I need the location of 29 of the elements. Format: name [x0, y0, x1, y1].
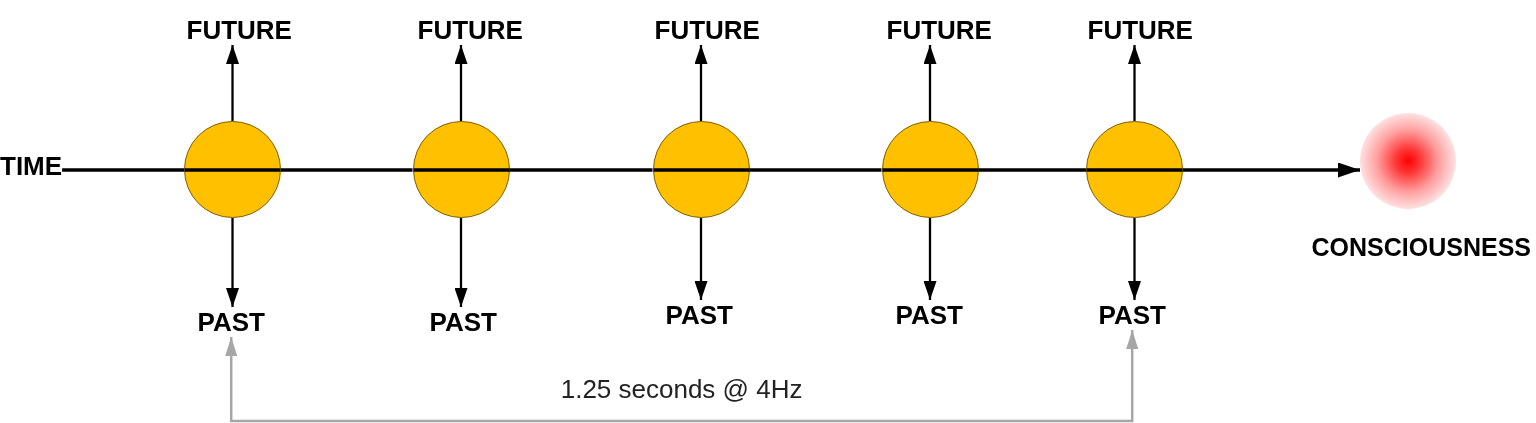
text-label: FUTURE [886, 15, 992, 45]
text-label: PAST [895, 300, 963, 330]
text-label: TIME [0, 151, 63, 181]
bracket-arrow [225, 330, 1139, 423]
arrow [454, 45, 468, 121]
text-label: FUTURE [186, 15, 292, 45]
text-label: PAST [1098, 300, 1166, 330]
arrow [226, 45, 239, 121]
text-label: FUTURE [417, 15, 523, 45]
arrow [454, 218, 468, 307]
arrow [923, 45, 937, 121]
text-label: PAST [429, 307, 497, 337]
arrow [226, 218, 239, 307]
timeline-segment [749, 168, 882, 172]
arrow [694, 218, 708, 300]
timeline-segment [62, 168, 184, 172]
timeline-segment [509, 168, 653, 172]
timeline-segment [978, 168, 1086, 172]
text-label: PAST [197, 307, 265, 337]
arrow [694, 45, 708, 121]
text-label: FUTURE [654, 15, 760, 45]
arrow [923, 218, 937, 300]
timeline-segment [281, 168, 413, 172]
arrow [1128, 218, 1141, 300]
arrow [1128, 45, 1141, 121]
caption-label: CONSCIOUSNESS [1311, 232, 1531, 262]
text-label: PAST [665, 300, 733, 330]
arrow [1183, 162, 1360, 178]
text-label: FUTURE [1087, 15, 1193, 45]
